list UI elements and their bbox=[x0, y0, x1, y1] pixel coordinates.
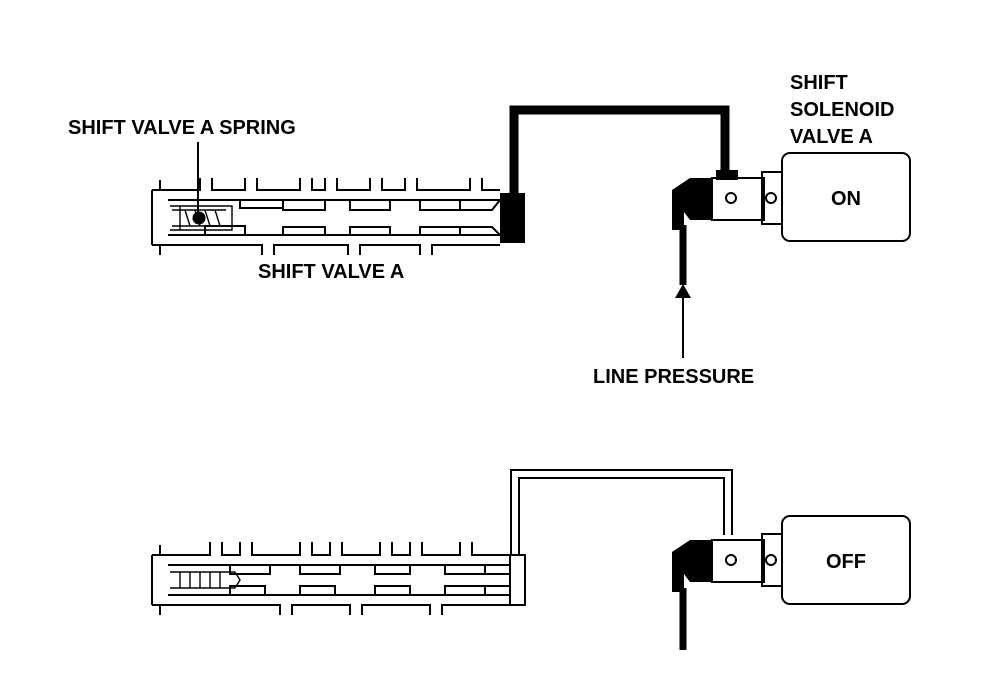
spring-pointer-dot bbox=[192, 211, 206, 225]
shift-valve-label: SHIFT VALVE A bbox=[258, 261, 404, 283]
shift-valve-spring-label: SHIFT VALVE A SPRING bbox=[68, 117, 296, 139]
top-assembly bbox=[151, 105, 911, 358]
solenoid-label-line2: SOLENOID bbox=[790, 99, 894, 121]
valve-end-plug-top bbox=[500, 193, 525, 243]
solenoid-body-bottom bbox=[781, 515, 911, 605]
solenoid-label-line3: VALVE A bbox=[790, 126, 873, 148]
solenoid-label-line1: SHIFT bbox=[790, 72, 848, 94]
solenoid-state-off: OFF bbox=[826, 551, 866, 573]
pressure-line-top bbox=[509, 105, 730, 195]
line-pressure-arrowhead bbox=[675, 284, 691, 298]
solenoid-state-on: ON bbox=[831, 188, 861, 210]
solenoid-body-top bbox=[781, 152, 911, 242]
solenoid-valve-top bbox=[672, 152, 911, 242]
solenoid-valve-bottom bbox=[672, 515, 911, 605]
shift-valve-body-bottom bbox=[151, 542, 526, 615]
bottom-assembly bbox=[151, 469, 911, 650]
line-pressure-label: LINE PRESSURE bbox=[593, 366, 754, 388]
